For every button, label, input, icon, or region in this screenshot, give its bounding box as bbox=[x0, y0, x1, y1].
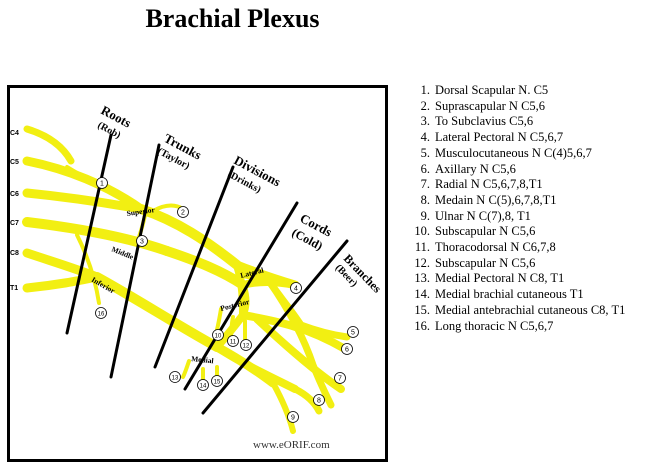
branch-marker-4: 4 bbox=[290, 282, 302, 294]
root-label-t1: T1 bbox=[10, 285, 18, 292]
svg-text:3: 3 bbox=[140, 239, 144, 246]
branch-marker-5: 5 bbox=[347, 326, 359, 338]
svg-text:4: 4 bbox=[294, 286, 298, 293]
branch-marker-8: 8 bbox=[313, 394, 325, 406]
root-c4-nerve bbox=[23, 125, 75, 165]
svg-text:15: 15 bbox=[214, 380, 221, 386]
branch-marker-1: 1.1 bbox=[96, 177, 108, 189]
legend-item: 11.Thoracodorsal N C6,7,8 bbox=[414, 240, 556, 255]
branch-marker-7: 7 bbox=[334, 372, 346, 384]
branch-marker-3: 3 bbox=[136, 235, 148, 247]
branch-marker-13: 13 bbox=[169, 371, 181, 383]
svg-text:5: 5 bbox=[351, 330, 355, 337]
branch-marker-2: 2 bbox=[177, 206, 189, 218]
legend-item: 9.Ulnar N C(7),8, T1 bbox=[420, 208, 531, 223]
legend-item: 13.Medial Pectoral N C8, T1 bbox=[414, 271, 565, 286]
medial-cord-nerve bbox=[213, 343, 299, 393]
svg-text:16: 16 bbox=[98, 312, 105, 318]
branch-marker-9: 9 bbox=[287, 411, 299, 423]
section-dividers bbox=[65, 133, 349, 415]
root-label-c8: C8 bbox=[10, 250, 19, 257]
svg-text:14: 14 bbox=[200, 384, 207, 390]
branch-marker-16: 16 bbox=[95, 307, 107, 319]
superior-trunk-nerve bbox=[136, 204, 242, 270]
svg-text:1: 1 bbox=[100, 181, 104, 188]
svg-text:8: 8 bbox=[317, 398, 321, 405]
legend-item: 10.Subscapular N C5,6 bbox=[414, 224, 536, 239]
svg-text:7: 7 bbox=[338, 376, 342, 383]
root-c7-nerve bbox=[22, 217, 172, 256]
svg-text:11: 11 bbox=[230, 340, 237, 346]
branch-marker-12: 12 bbox=[240, 339, 252, 351]
legend-item: 7.Radial N C5,6,7,8,T1 bbox=[420, 177, 543, 192]
inferior-trunk-nerve bbox=[92, 272, 222, 352]
legend-item: 15.Medial antebrachial cutaneous C8, T1 bbox=[414, 302, 626, 317]
legend-item: 14.Medial brachial cutaneous T1 bbox=[414, 287, 584, 302]
root-label-c7: C7 bbox=[10, 220, 19, 227]
svg-text:13: 13 bbox=[172, 376, 179, 382]
legend-item: 2.Suprascapular N C5,6 bbox=[420, 98, 546, 113]
branch-marker-11: 11 bbox=[227, 335, 239, 347]
cord-label-medial: Medial bbox=[191, 354, 214, 365]
svg-text:6: 6 bbox=[345, 347, 349, 354]
nerve-network bbox=[22, 125, 351, 434]
legend-item: 12.Subscapular N C5,6 bbox=[414, 255, 536, 270]
middle-trunk-nerve bbox=[162, 246, 248, 290]
root-label-c4: C4 bbox=[10, 130, 19, 137]
root-c6-nerve bbox=[22, 188, 146, 214]
watermark: www.eORIF.com bbox=[253, 439, 330, 451]
legend-item: 6.Axillary N C5,6 bbox=[420, 161, 516, 176]
root-label-c6: C6 bbox=[10, 191, 19, 198]
trunk-label-superior: Superior bbox=[126, 205, 156, 218]
branch-marker-15: 15 bbox=[211, 375, 223, 387]
legend-item: 4.Lateral Pectoral N C5,6,7 bbox=[420, 130, 564, 145]
legend-item: 3.To Subclavius C5,6 bbox=[420, 114, 534, 129]
legend-item: 1.Dorsal Scapular N. C5 bbox=[420, 83, 549, 97]
branch-marker-6: 6 bbox=[341, 343, 353, 355]
svg-text:2: 2 bbox=[181, 210, 185, 217]
brachial-plexus-diagram: Roots (Rob) Trunks (Taylor) Divisions (D… bbox=[7, 85, 389, 463]
svg-text:12: 12 bbox=[243, 344, 250, 350]
branch-marker-14: 14 bbox=[197, 379, 209, 391]
page-title: Brachial Plexus bbox=[145, 4, 320, 33]
legend-item: 16.Long thoracic N C5,6,7 bbox=[414, 318, 554, 333]
branch-marker-10: 10 bbox=[212, 329, 224, 341]
nerve-legend: 1.Dorsal Scapular N. C5 2.Suprascapular … bbox=[406, 83, 625, 334]
svg-text:9: 9 bbox=[291, 415, 295, 422]
legend-item: 5.Musculocutaneous N C(4)5,6,7 bbox=[420, 145, 592, 160]
svg-text:10: 10 bbox=[215, 334, 222, 340]
root-t1-nerve bbox=[22, 272, 102, 293]
root-label-c5: C5 bbox=[10, 159, 19, 166]
legend-item: 8.Medain N C(5),6,7,8,T1 bbox=[420, 192, 557, 207]
